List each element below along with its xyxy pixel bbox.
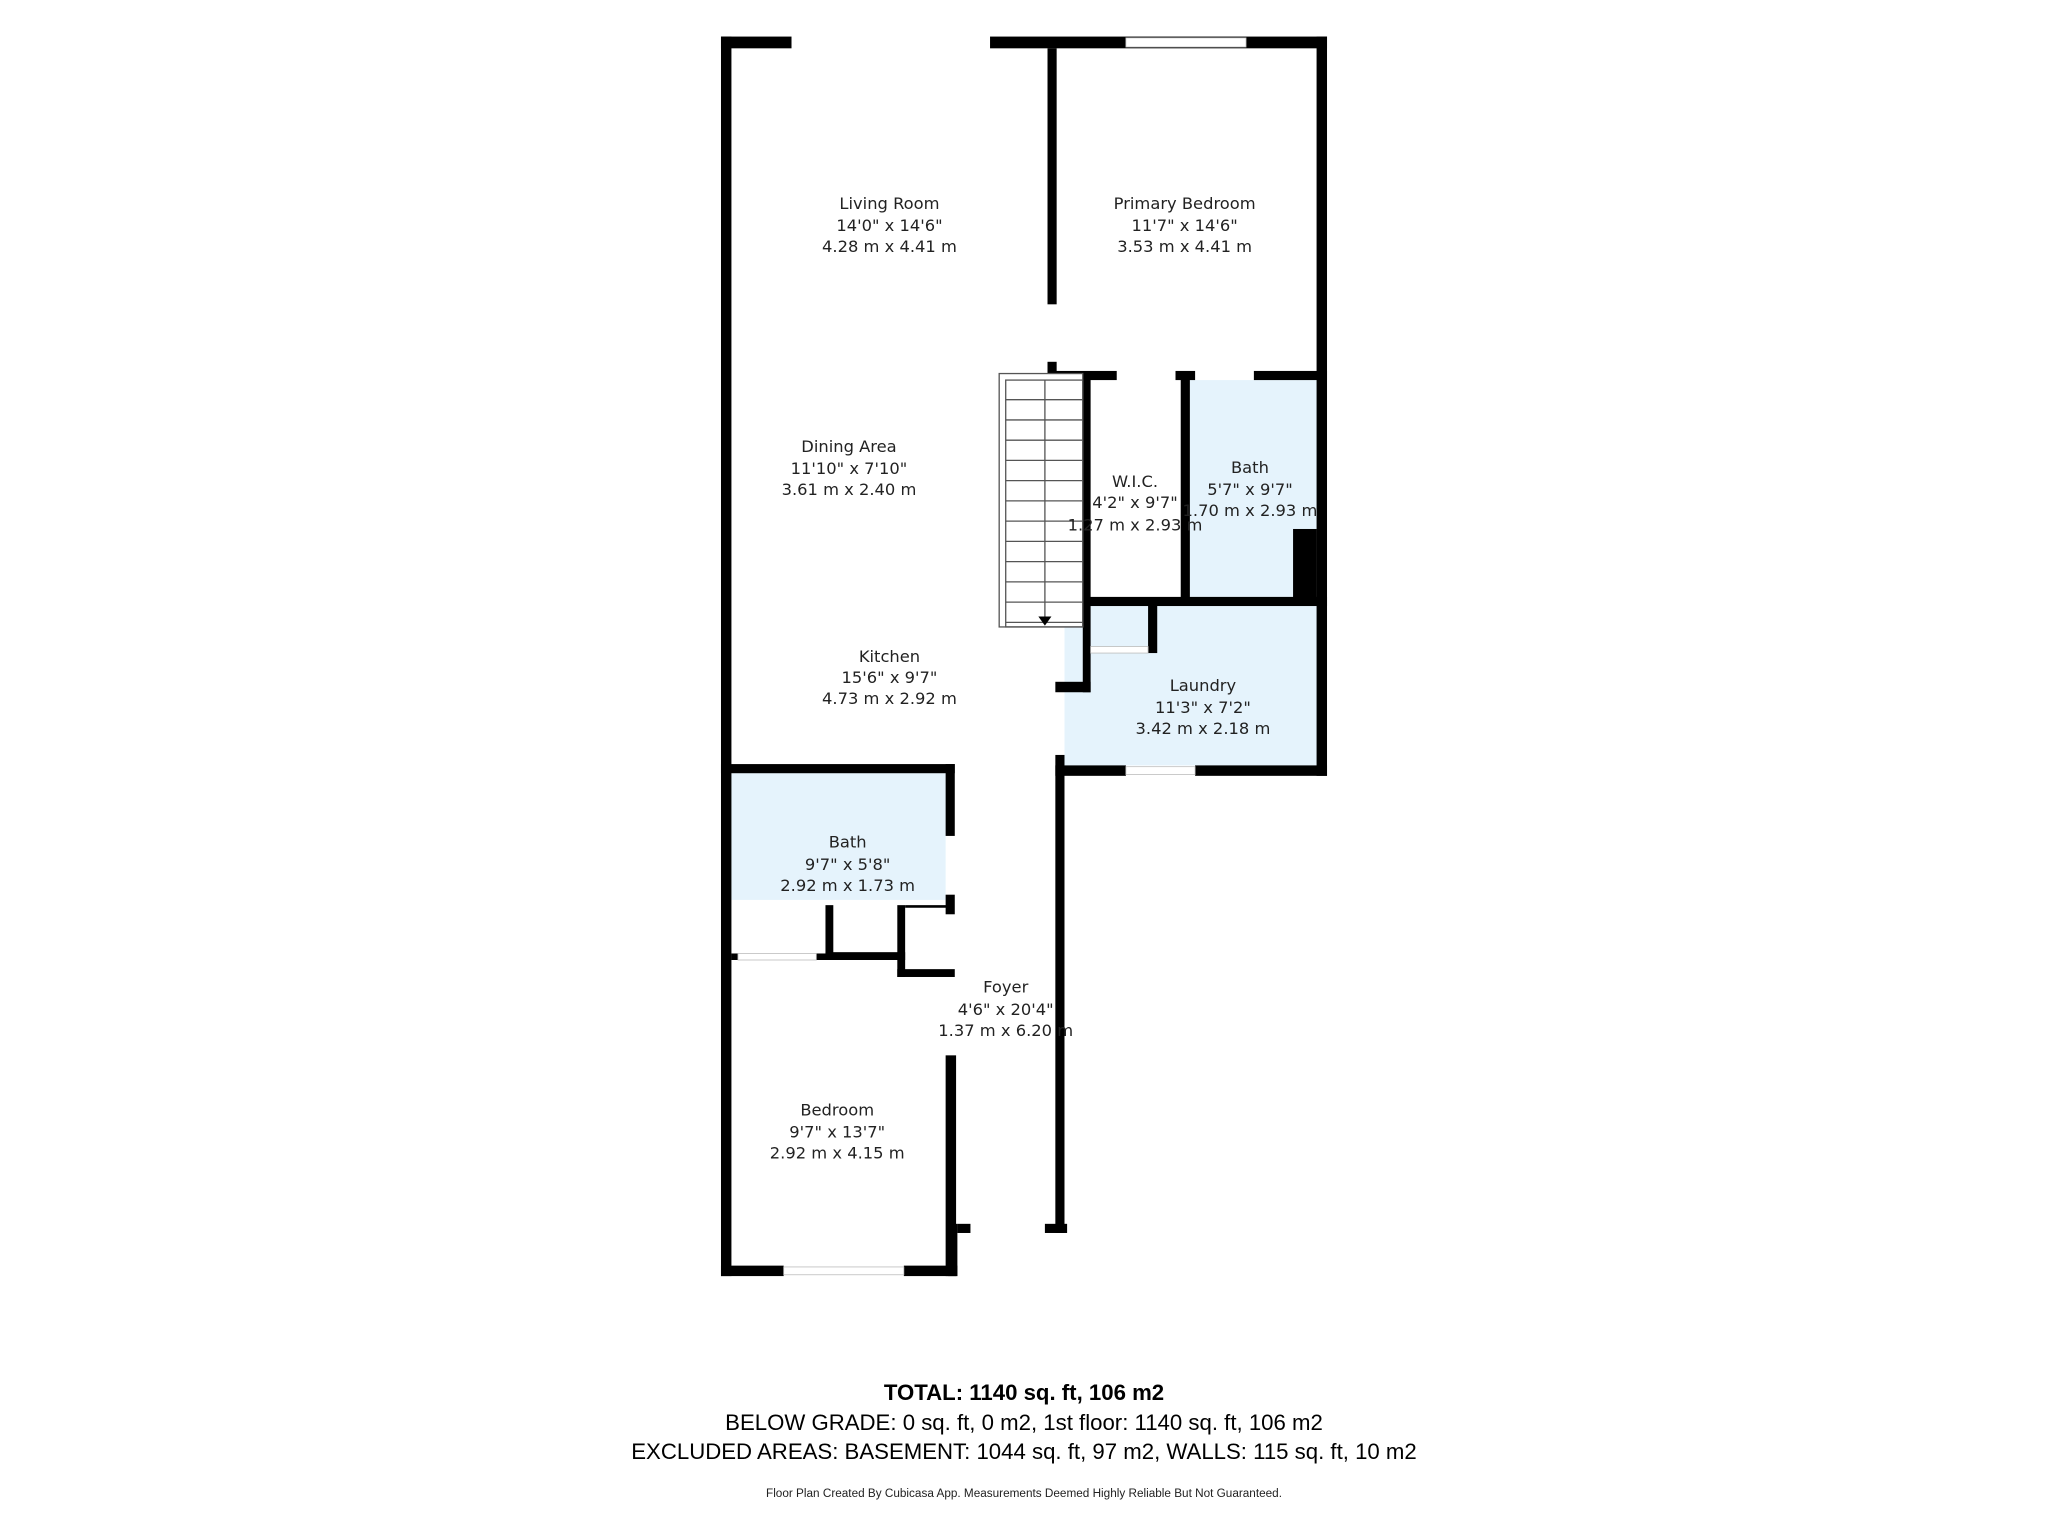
room-kitchen: Kitchen 15'6" x 9'7" 4.73 m x 2.92 m bbox=[822, 647, 957, 708]
bath-hall-fill bbox=[731, 773, 946, 900]
room-imperial: 15'6" x 9'7" bbox=[842, 668, 938, 687]
bedroom-door bbox=[737, 953, 817, 961]
room-imperial: 9'7" x 5'8" bbox=[805, 855, 891, 874]
room-metric: 4.28 m x 4.41 m bbox=[822, 237, 957, 256]
window-bedroom bbox=[783, 1266, 905, 1276]
room-name: Bath bbox=[829, 833, 867, 852]
room-metric: 3.61 m x 2.40 m bbox=[782, 480, 917, 499]
below-grade-area: BELOW GRADE: 0 sq. ft, 0 m2, 1st floor: … bbox=[725, 1410, 1323, 1435]
room-metric: 3.42 m x 2.18 m bbox=[1136, 719, 1271, 738]
room-metric: 1.37 m x 6.20 m bbox=[938, 1021, 1073, 1040]
staircase[interactable] bbox=[998, 372, 1084, 628]
room-imperial: 9'7" x 13'7" bbox=[789, 1123, 885, 1142]
room-metric: 4.73 m x 2.92 m bbox=[822, 689, 957, 708]
room-wic: W.I.C. 4'2" x 9'7" 1.27 m x 2.93 m bbox=[1068, 472, 1203, 534]
room-bath-hall: Bath 9'7" x 5'8" 2.92 m x 1.73 m bbox=[780, 833, 915, 895]
room-name: Kitchen bbox=[859, 647, 920, 666]
room-metric: 2.92 m x 1.73 m bbox=[780, 876, 915, 895]
room-name: Dining Area bbox=[801, 437, 896, 456]
room-name: Bath bbox=[1231, 458, 1269, 477]
room-imperial: 11'10" x 7'10" bbox=[791, 459, 908, 478]
room-imperial: 4'6" x 20'4" bbox=[958, 1000, 1054, 1019]
room-imperial: 5'7" x 9'7" bbox=[1207, 480, 1293, 499]
room-imperial: 4'2" x 9'7" bbox=[1092, 493, 1178, 512]
room-imperial: 14'0" x 14'6" bbox=[836, 216, 942, 235]
window-primary-bedroom bbox=[1125, 37, 1247, 48]
room-bedroom: Bedroom 9'7" x 13'7" 2.92 m x 4.15 m bbox=[770, 1100, 905, 1162]
laundry-closet-door bbox=[1090, 646, 1149, 654]
room-metric: 1.27 m x 2.93 m bbox=[1068, 515, 1203, 534]
room-name: Laundry bbox=[1170, 676, 1237, 695]
room-name: Living Room bbox=[839, 194, 939, 213]
room-name: Primary Bedroom bbox=[1114, 194, 1256, 213]
room-imperial: 11'7" x 14'6" bbox=[1132, 216, 1238, 235]
excluded-areas: EXCLUDED AREAS: BASEMENT: 1044 sq. ft, 9… bbox=[631, 1439, 1417, 1464]
room-foyer: Foyer 4'6" x 20'4" 1.37 m x 6.20 m bbox=[938, 978, 1073, 1040]
window-laundry bbox=[1125, 766, 1196, 775]
room-metric: 2.92 m x 4.15 m bbox=[770, 1144, 905, 1163]
total-area: TOTAL: 1140 sq. ft, 106 m2 bbox=[884, 1380, 1164, 1405]
room-metric: 1.70 m x 2.93 m bbox=[1183, 501, 1318, 520]
room-name: W.I.C. bbox=[1112, 472, 1158, 491]
stair-direction-arrow-icon bbox=[1038, 616, 1052, 626]
room-living-room: Living Room 14'0" x 14'6" 4.28 m x 4.41 … bbox=[822, 194, 957, 256]
room-dining-area: Dining Area 11'10" x 7'10" 3.61 m x 2.40… bbox=[782, 437, 917, 499]
room-imperial: 11'3" x 7'2" bbox=[1155, 698, 1251, 717]
laundry-fill bbox=[1064, 606, 1317, 766]
room-laundry: Laundry 11'3" x 7'2" 3.42 m x 2.18 m bbox=[1136, 676, 1271, 738]
room-name: Foyer bbox=[983, 978, 1028, 997]
room-bath-primary: Bath 5'7" x 9'7" 1.70 m x 2.93 m bbox=[1183, 458, 1318, 520]
room-metric: 3.53 m x 4.41 m bbox=[1117, 237, 1252, 256]
disclaimer: Floor Plan Created By Cubicasa App. Meas… bbox=[766, 1487, 1282, 1500]
room-primary-bedroom: Primary Bedroom 11'7" x 14'6" 3.53 m x 4… bbox=[1114, 194, 1256, 256]
room-name: Bedroom bbox=[800, 1100, 874, 1119]
